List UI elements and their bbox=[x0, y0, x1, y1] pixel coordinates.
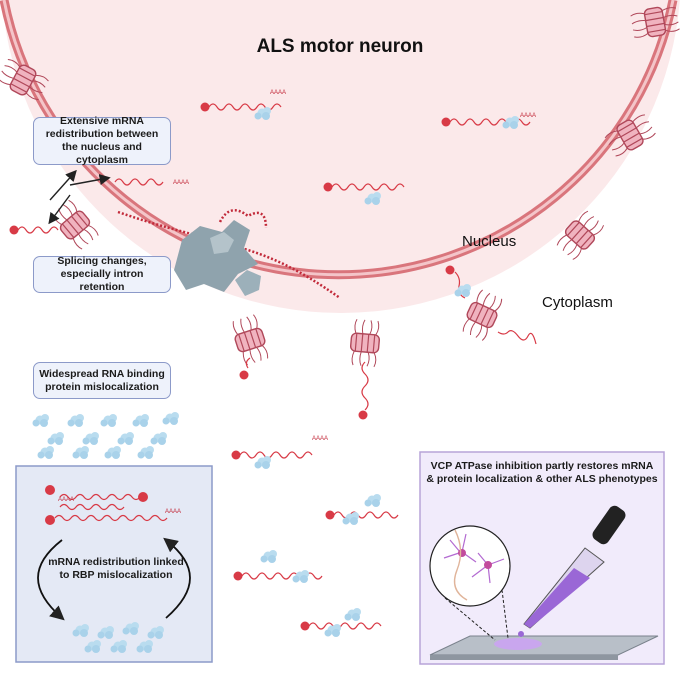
rbp-panel-box bbox=[15, 465, 213, 663]
poly-a-label: AAAA bbox=[270, 90, 287, 96]
cytoplasmic-mrna bbox=[325, 494, 399, 525]
nuclear-mrna bbox=[441, 116, 531, 129]
exporting-mrna bbox=[9, 178, 164, 235]
import-arrow bbox=[49, 169, 77, 201]
dropper-icon bbox=[518, 505, 626, 637]
nuclear-pore bbox=[48, 197, 102, 253]
callout-mrna-redistribution: Extensive mRNA redistribution between th… bbox=[33, 115, 171, 166]
cytoplasm-label: Cytoplasm bbox=[542, 294, 613, 311]
cycle-arrow-left bbox=[37, 539, 65, 621]
diagram-title: ALS motor neuron bbox=[256, 36, 424, 57]
cytoplasmic-mrna bbox=[233, 550, 323, 583]
callout-rbp-mislocalization: Widespread RNA binding protein mislocali… bbox=[33, 362, 171, 399]
poly-a-label: AAAA bbox=[312, 436, 329, 442]
nuclear-pore bbox=[348, 318, 382, 368]
spliceosome-intron-retention bbox=[117, 209, 341, 300]
poly-a-label: AAAA bbox=[58, 497, 75, 503]
poly-a-label: AAAA bbox=[165, 509, 182, 515]
microscope-slide bbox=[429, 635, 659, 660]
export-arrow bbox=[48, 194, 71, 225]
mislocalized-rbp-cluster bbox=[32, 412, 179, 459]
nuclear-mrna bbox=[200, 102, 282, 120]
cycle-arrow-right bbox=[163, 537, 191, 619]
pore-mrna bbox=[358, 361, 369, 420]
poly-a-label: AAAA bbox=[520, 113, 537, 119]
panel-label-rbp-link: mRNA redistribution linked to RBP misloc… bbox=[48, 556, 184, 581]
redistribution-arrow bbox=[69, 174, 111, 186]
nucleus-fill bbox=[4, 0, 675, 285]
panel-mrna bbox=[45, 485, 168, 525]
cytoplasmic-mrna bbox=[300, 608, 382, 637]
nucleus-label: Nucleus bbox=[462, 233, 517, 250]
panel-label-vcp-inhibition: VCP ATPase inhibition partly restores mR… bbox=[426, 460, 658, 485]
neuron-zoom-circle bbox=[429, 525, 511, 641]
poly-a-label: AAAA bbox=[173, 180, 190, 186]
pore-mrna bbox=[445, 265, 537, 345]
nuclear-mrna bbox=[323, 182, 405, 205]
callout-splicing-changes: Splicing changes, especially intron rete… bbox=[33, 255, 171, 293]
pore-mrna bbox=[239, 357, 251, 380]
cytoplasmic-mrna bbox=[231, 450, 313, 469]
